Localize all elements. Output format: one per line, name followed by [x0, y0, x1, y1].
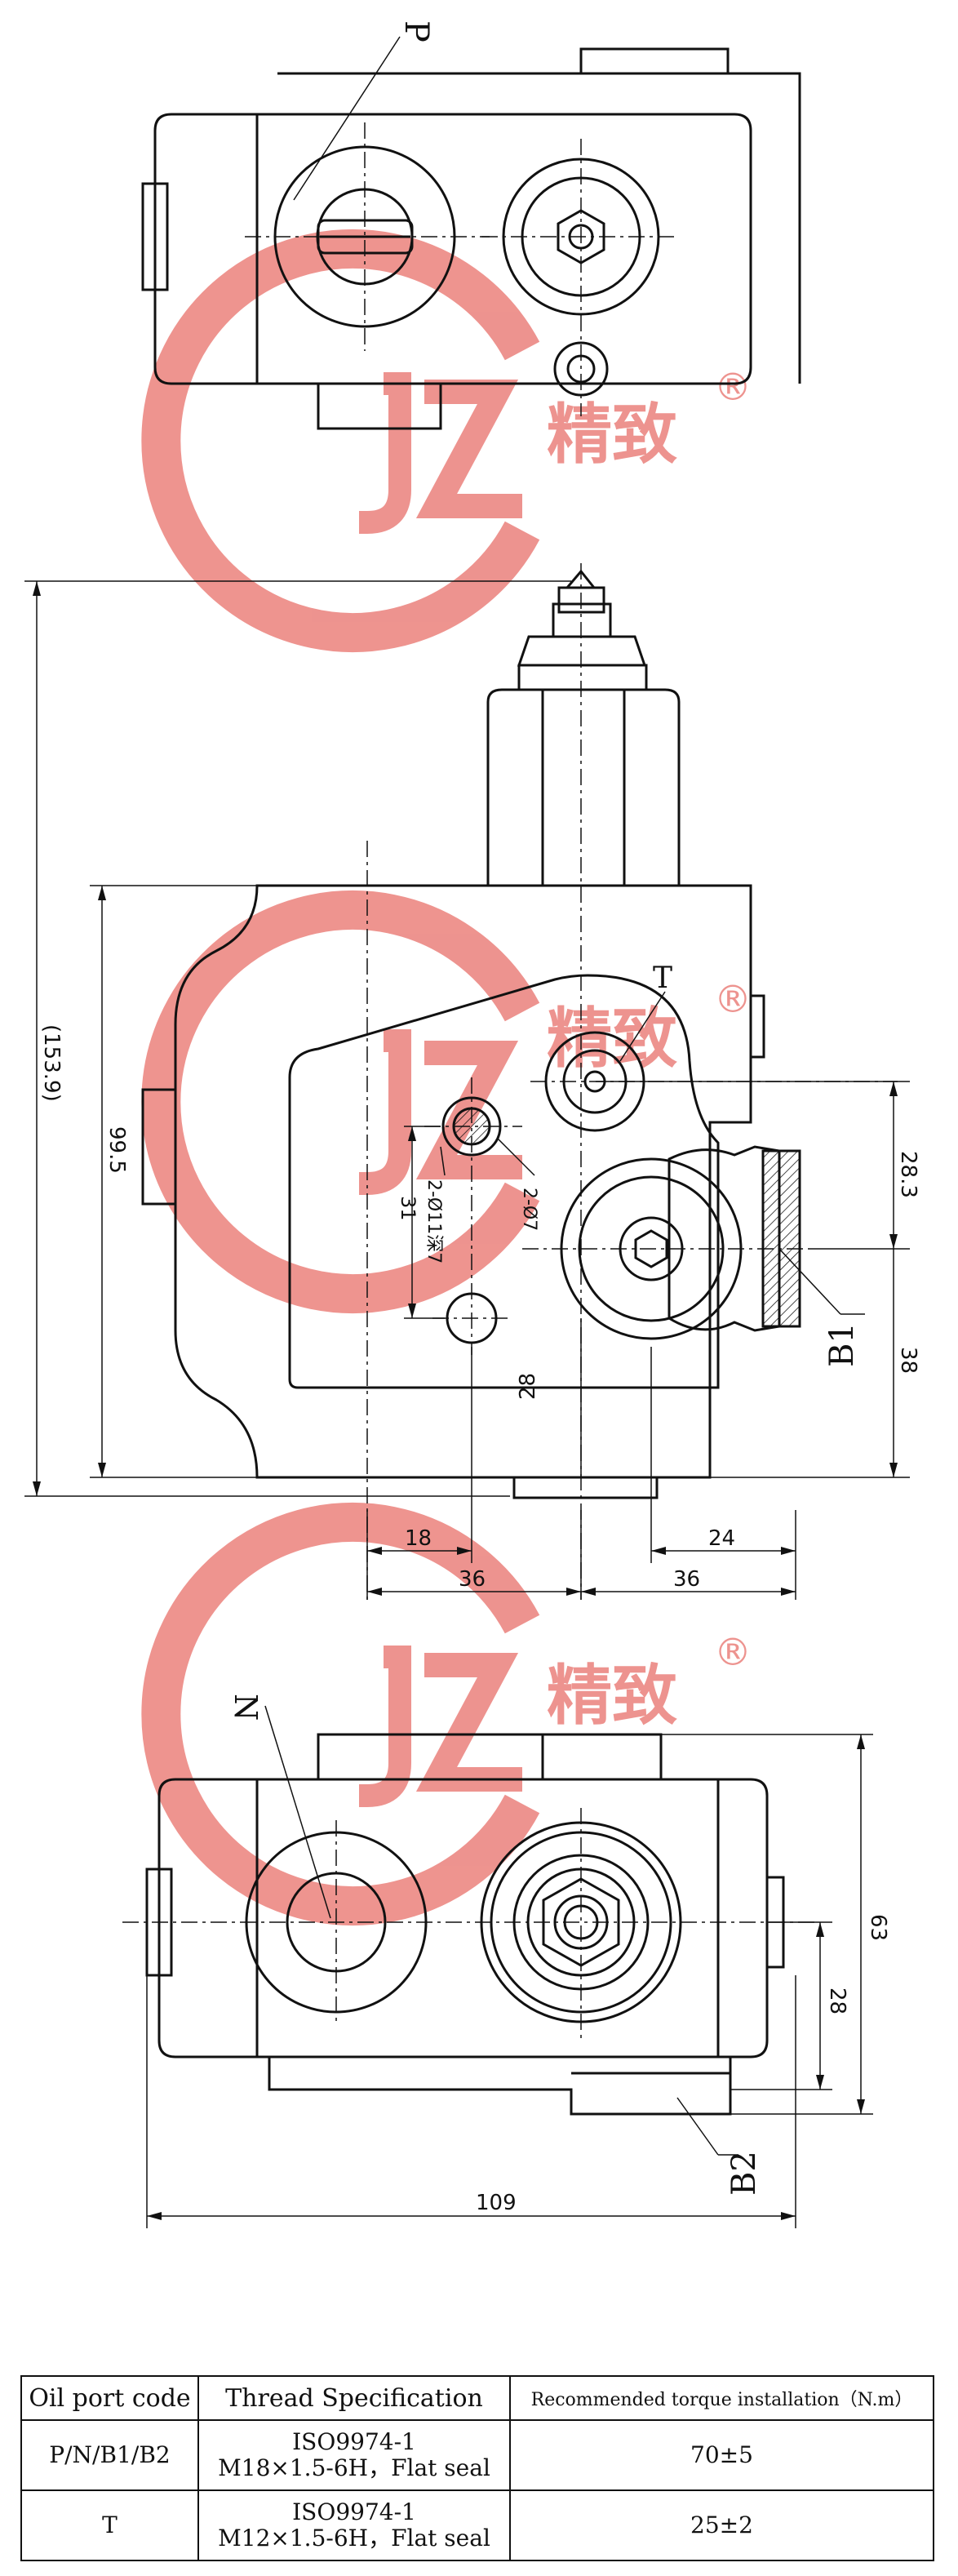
watermark-registered: ®	[714, 1630, 752, 1674]
dim-63: 63	[866, 1914, 890, 1941]
dim-overall-height: (153.9)	[39, 1024, 64, 1102]
bottom-view-dim-arrows	[147, 1734, 865, 2220]
dim-24: 24	[708, 1526, 735, 1551]
spec-header-thread: Thread Specification	[197, 2375, 511, 2421]
spec-cell-thread: ISO9974-1 M12×1.5-6H，Flat seal	[197, 2489, 511, 2561]
dim-36-right: 36	[673, 1567, 700, 1592]
watermark-brand: 精致	[547, 397, 677, 473]
spec-thread-line2: M12×1.5-6H，Flat seal	[218, 2525, 490, 2552]
watermark-1: 精致 ®	[141, 229, 752, 652]
bottom-view-dimensions	[146, 1734, 873, 2228]
bottom-view-port-label-n: N	[228, 1694, 264, 1721]
front-view	[141, 563, 898, 1600]
spec-cell-torque: 25±2	[509, 2489, 934, 2561]
watermark-registered: ®	[714, 365, 752, 409]
front-view-dimensions	[24, 580, 910, 1600]
dim-38: 38	[896, 1347, 920, 1374]
dim-28-bottom: 28	[825, 1988, 849, 2014]
table-row: T ISO9974-1 M12×1.5-6H，Flat seal 25±2	[20, 2489, 934, 2561]
dim-28-3: 28.3	[896, 1151, 920, 1198]
watermark-brand: 精致	[547, 1658, 677, 1734]
dim-body-height: 99.5	[104, 1126, 129, 1174]
spec-cell-code: P/N/B1/B2	[20, 2419, 199, 2491]
dim-28: 28	[516, 1373, 540, 1400]
dim-109: 109	[476, 2191, 517, 2215]
table-row: P/N/B1/B2 ISO9974-1 M18×1.5-6H，Flat seal…	[20, 2419, 934, 2491]
front-view-port-label-b1: B1	[823, 1322, 861, 1367]
spec-cell-code: T	[20, 2489, 199, 2561]
top-view-port-label-p: P	[397, 20, 435, 42]
watermark-logo-ring	[141, 229, 540, 652]
front-view-port-label-t: T	[653, 962, 672, 995]
spec-thread-line2: M18×1.5-6H，Flat seal	[218, 2454, 490, 2481]
front-view-dim-arrows	[33, 581, 898, 1596]
top-view	[141, 36, 801, 430]
spec-header-oil-port: Oil port code	[20, 2375, 199, 2421]
watermark-brand: 精致	[547, 1001, 677, 1077]
spec-table: Oil port code Thread Specification Recom…	[20, 2375, 934, 2561]
spec-header-torque: Recommended torque installation（N.m）	[509, 2375, 934, 2421]
bottom-view	[122, 1705, 816, 2156]
dim-31: 31	[397, 1196, 419, 1221]
dim-18: 18	[405, 1526, 432, 1551]
watermark-registered: ®	[714, 977, 752, 1021]
spec-cell-thread: ISO9974-1 M18×1.5-6H，Flat seal	[197, 2419, 511, 2491]
dim-hole-a: 2-Ø11深7	[424, 1179, 444, 1264]
spec-table-header-row: Oil port code Thread Specification Recom…	[20, 2375, 934, 2421]
spec-cell-torque: 70±5	[509, 2419, 934, 2491]
dim-36-left: 36	[459, 1567, 486, 1592]
bottom-view-port-label-b2: B2	[725, 2151, 763, 2196]
dim-hole-b: 2-Ø7	[519, 1188, 539, 1231]
watermark-2: 精致 ®	[141, 890, 752, 1313]
spec-thread-line1: ISO9974-1	[292, 2427, 416, 2455]
spec-thread-line1: ISO9974-1	[292, 2498, 416, 2525]
